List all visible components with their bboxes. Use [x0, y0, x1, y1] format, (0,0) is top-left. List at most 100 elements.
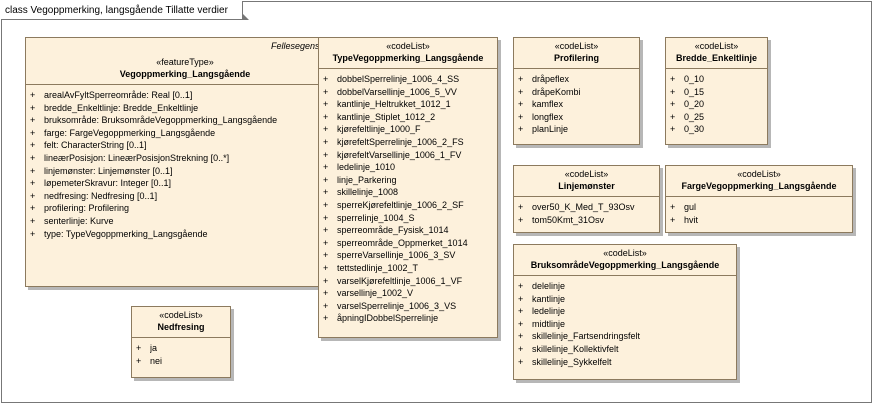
list-item: +0_20 [670, 98, 764, 111]
list-item: +kjørefeltSperrelinje_1006_2_FS [323, 136, 494, 149]
visibility-marker: + [30, 202, 44, 215]
list-item-text: tettstedlinje_1002_T [337, 262, 494, 275]
visibility-marker: + [323, 249, 337, 262]
visibility-marker: + [670, 73, 684, 86]
list-item: +varselKjørefeltlinje_1006_1_VF [323, 275, 494, 288]
visibility-marker: + [323, 212, 337, 225]
list-item: +dobbelVarsellinje_1006_5_VV [323, 86, 494, 99]
list-item: +dobbelSperrelinje_1006_4_SS [323, 73, 494, 86]
list-item-text: kantlinje_Stiplet_1012_2 [337, 111, 494, 124]
codelist-stereotype: «codeList» [516, 247, 734, 259]
list-item-text: kjørefeltSperrelinje_1006_2_FS [337, 136, 494, 149]
visibility-marker: + [518, 98, 532, 111]
list-item: +dråpeKombi [518, 86, 636, 99]
list-item: +sperreVarsellinje_1006_3_SV [323, 249, 494, 262]
list-item: +ledelinje [518, 305, 733, 318]
codelist-header: «codeList» Linjemønster [514, 166, 659, 197]
codelist-profilering[interactable]: «codeList» Profilering +dråpeflex+dråpeK… [513, 37, 640, 145]
list-item-text: sperrelinje_1004_S [337, 212, 494, 225]
visibility-marker: + [323, 123, 337, 136]
visibility-marker: + [518, 318, 532, 331]
list-item: +skillelinje_Sykkelfelt [518, 356, 733, 369]
list-item-text: skillelinje_Fartsendringsfelt [532, 330, 733, 343]
visibility-marker: + [30, 114, 44, 127]
list-item: +tom50Kmt_31Osv [518, 214, 656, 227]
list-item: +0_30 [670, 123, 764, 136]
visibility-marker: + [518, 356, 532, 369]
list-item-text: varselSperrelinje_1006_3_VS [337, 300, 494, 313]
visibility-marker: + [30, 165, 44, 178]
codelist-header: «codeList» BruksområdeVegoppmerking_Lang… [514, 245, 736, 276]
list-item-text: 0_15 [684, 86, 764, 99]
visibility-marker: + [30, 127, 44, 140]
visibility-marker: + [30, 228, 44, 241]
list-item-text: bredde_Enkeltlinje: Bredde_Enkeltlinje [44, 102, 341, 115]
visibility-marker: + [670, 123, 684, 136]
visibility-marker: + [323, 149, 337, 162]
list-item: +sperreområde_Fysisk_1014 [323, 224, 494, 237]
visibility-marker: + [30, 139, 44, 152]
visibility-marker: + [323, 174, 337, 187]
list-item: +profilering: Profilering [30, 202, 341, 215]
list-item-text: kjørefeltlinje_1000_F [337, 123, 494, 136]
codelist-linjemonster[interactable]: «codeList» Linjemønster +over50_K_Med_T_… [513, 165, 660, 233]
visibility-marker: + [323, 224, 337, 237]
list-item-text: hvit [684, 214, 849, 227]
codelist-values: +gul+hvit [666, 197, 852, 229]
visibility-marker: + [30, 102, 44, 115]
list-item-text: midtlinje [532, 318, 733, 331]
visibility-marker: + [323, 161, 337, 174]
list-item-text: longflex [532, 111, 636, 124]
codelist-header: «codeList» TypeVegoppmerking_Langsgående [319, 38, 497, 69]
list-item-text: bruksområde: BruksområdeVegoppmerking_La… [44, 114, 341, 127]
list-item-text: kantlinje_Heltrukket_1012_1 [337, 98, 494, 111]
codelist-name: Profilering [516, 52, 637, 64]
visibility-marker: + [323, 312, 337, 325]
codelist-values: +over50_K_Med_T_93Osv+tom50Kmt_31Osv [514, 197, 659, 229]
list-item: +over50_K_Med_T_93Osv [518, 201, 656, 214]
visibility-marker: + [30, 190, 44, 203]
list-item-text: 0_10 [684, 73, 764, 86]
codelist-values: +delelinje+kantlinje+ledelinje+midtlinje… [514, 276, 736, 371]
visibility-marker: + [323, 98, 337, 111]
list-item-text: kantlinje [532, 293, 733, 306]
class-vegoppmerking-langsgaende[interactable]: Fellesegenskaper «featureType» Vegoppmer… [25, 37, 345, 287]
codelist-farge-vegoppmerking[interactable]: «codeList» FargeVegoppmerking_Langsgåend… [665, 165, 853, 233]
codelist-name: Nedfresing [134, 321, 228, 333]
list-item: +ledelinje_1010 [323, 161, 494, 174]
visibility-marker: + [323, 287, 337, 300]
visibility-marker: + [30, 215, 44, 228]
list-item-text: nedfresing: Nedfresing [0..1] [44, 190, 341, 203]
list-item-text: kjørefeltVarsellinje_1006_1_FV [337, 149, 494, 162]
codelist-stereotype: «codeList» [134, 309, 228, 321]
codelist-type-vegoppmerking[interactable]: «codeList» TypeVegoppmerking_Langsgående… [318, 37, 498, 338]
list-item: +lineærPosisjon: LineærPosisjonStrekning… [30, 152, 341, 165]
codelist-stereotype: «codeList» [516, 168, 657, 180]
class-name: Vegoppmerking_Langsgående [28, 68, 342, 80]
list-item-text: lineærPosisjon: LineærPosisjonStrekning … [44, 152, 341, 165]
list-item: +kjørefeltVarsellinje_1006_1_FV [323, 149, 494, 162]
list-item-text: skillelinje_1008 [337, 186, 494, 199]
list-item-text: linjemønster: Linjemønster [0..1] [44, 165, 341, 178]
codelist-bredde-enkeltlinje[interactable]: «codeList» Bredde_Enkeltlinje +0_10+0_15… [665, 37, 768, 145]
visibility-marker: + [323, 199, 337, 212]
visibility-marker: + [323, 262, 337, 275]
list-item-text: åpningIDobbelSperrelinje [337, 312, 494, 325]
list-item-text: sperreVarsellinje_1006_3_SV [337, 249, 494, 262]
list-item-text: kamflex [532, 98, 636, 111]
codelist-bruksomrade-vegoppmerking[interactable]: «codeList» BruksområdeVegoppmerking_Lang… [513, 244, 737, 380]
codelist-values: +ja+nei [132, 338, 230, 370]
list-item-text: tom50Kmt_31Osv [532, 214, 656, 227]
visibility-marker: + [30, 152, 44, 165]
list-item: +åpningIDobbelSperrelinje [323, 312, 494, 325]
list-item: +senterlinje: Kurve [30, 215, 341, 228]
codelist-values: +dråpeflex+dråpeKombi+kamflex+longflex+p… [514, 69, 639, 139]
list-item: +0_25 [670, 111, 764, 124]
visibility-marker: + [670, 86, 684, 99]
list-item: +tettstedlinje_1002_T [323, 262, 494, 275]
codelist-header: «codeList» Profilering [514, 38, 639, 69]
visibility-marker: + [518, 73, 532, 86]
codelist-header: «codeList» Bredde_Enkeltlinje [666, 38, 767, 69]
codelist-nedfresing[interactable]: «codeList» Nedfresing +ja+nei [131, 306, 231, 378]
list-item: +felt: CharacterString [0..1] [30, 139, 341, 152]
